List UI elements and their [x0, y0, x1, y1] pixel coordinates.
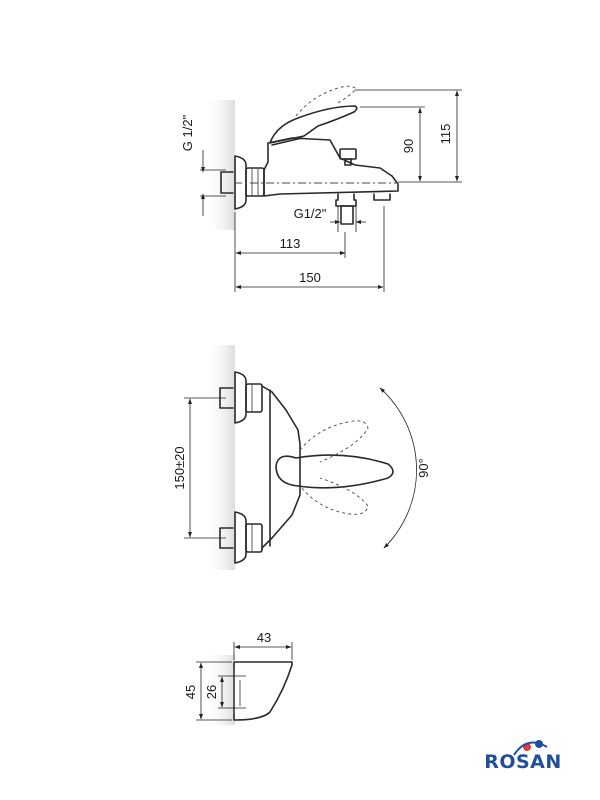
- mixer-body-top: [261, 385, 301, 549]
- body-height-label: 90: [401, 139, 416, 153]
- connector-nut: [245, 167, 265, 197]
- inlet-thread-label: G 1/2": [180, 114, 195, 151]
- diverter-knob: [339, 148, 357, 160]
- lower-flange: [234, 511, 247, 564]
- spout-tip: [373, 193, 391, 201]
- logo-arc: [513, 741, 548, 756]
- rotation-arc: [379, 387, 417, 549]
- handle-rotation-label: 90°: [416, 458, 431, 478]
- handle-alt-down: [301, 477, 369, 515]
- shower-outlet: [335, 193, 357, 207]
- overall-width-label: 150: [299, 270, 321, 285]
- spout-outer-height-label: 45: [183, 685, 198, 699]
- lever-alt-position: [295, 85, 357, 117]
- mixer-body: [263, 137, 399, 197]
- upper-nut: [245, 383, 263, 413]
- spout-profile: [233, 661, 293, 721]
- top-view: 90° 150±20: [172, 345, 431, 570]
- inlet-spacing-label: 150±20: [172, 446, 187, 489]
- spout-detail: 43 45 26: [183, 630, 293, 725]
- lower-nut: [245, 523, 263, 553]
- inlet-pipe: [220, 171, 234, 194]
- width-to-outlet-label: 113: [280, 236, 301, 251]
- total-height-label: 115: [438, 124, 453, 145]
- side-view: G 1/2" G1/2" 113 150 90 115: [180, 85, 462, 292]
- spout-inner-height-label: 26: [204, 685, 219, 699]
- lever-handle: [269, 105, 358, 144]
- rosan-logo: ROSAN: [484, 740, 562, 773]
- logo-wordmark: ROSAN: [484, 751, 562, 773]
- wall-flange: [234, 155, 247, 210]
- handle-knob-top: [275, 454, 394, 489]
- outlet-thread-label: G1/2": [294, 206, 327, 221]
- handle-alt-up: [299, 420, 369, 463]
- wall-shading-spout: [205, 655, 235, 725]
- upper-flange: [234, 371, 247, 424]
- wall-shading: [205, 100, 235, 230]
- spout-length-label: 43: [257, 630, 271, 645]
